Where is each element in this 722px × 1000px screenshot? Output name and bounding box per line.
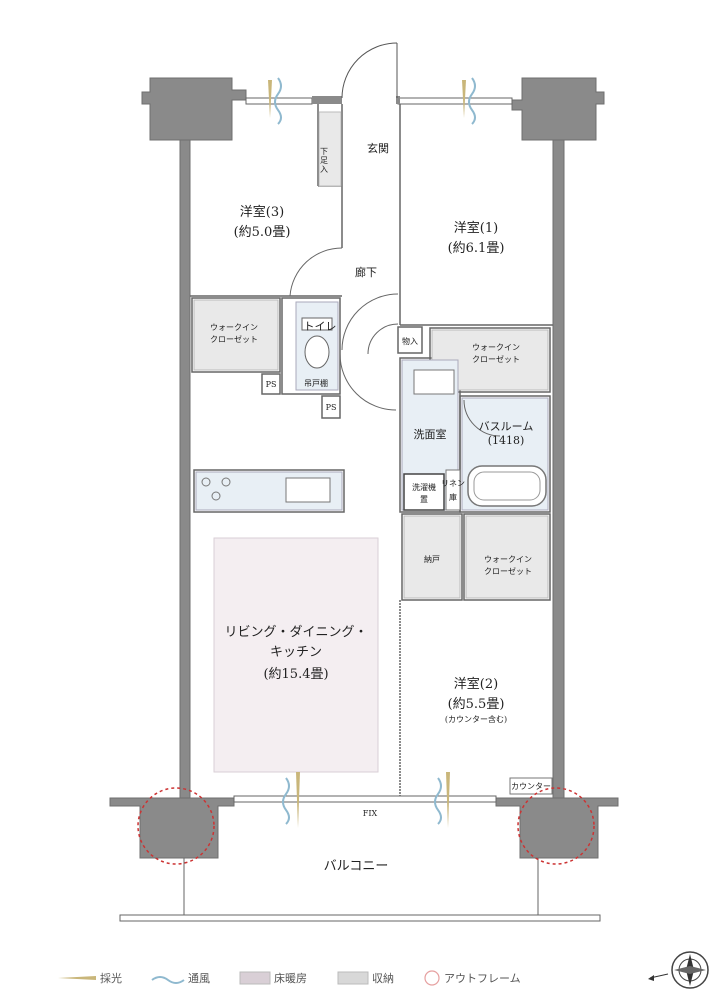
legend-storage: 収納: [337, 971, 394, 985]
svg-text:収納: 収納: [372, 972, 394, 985]
nando-label: 納戸: [424, 554, 440, 564]
balcony-label: バルコニー: [324, 859, 389, 874]
entrance-label: 玄関: [367, 141, 389, 155]
counter: [509, 777, 553, 795]
legend-outframe: アウトフレーム: [424, 970, 521, 986]
entrance-door: [341, 42, 398, 99]
svg-text:床暖房: 床暖房: [274, 971, 307, 985]
wind-markers: [274, 77, 476, 825]
wic-left-2: クローゼット: [210, 334, 258, 344]
bottom-windows: [119, 795, 601, 922]
light-markers: [268, 80, 466, 828]
legend-floor-heating: 床暖房: [239, 971, 307, 985]
wic-lower-1: ウォークイン: [484, 555, 532, 564]
top-windows: [245, 97, 513, 105]
washbasin: [413, 369, 455, 395]
svg-text:アウトフレーム: アウトフレーム: [444, 972, 521, 985]
western3-name: 洋室(3): [240, 204, 284, 220]
svg-text:通風: 通風: [188, 972, 210, 985]
wic-right-1: ウォークイン: [472, 343, 520, 352]
toilet-bowl: [301, 317, 333, 369]
legend-light: 採光: [58, 971, 122, 985]
linen-1: リネン: [441, 479, 465, 488]
shoebox-3: 入: [320, 165, 328, 174]
laundry-1: 洗濯機: [412, 482, 436, 492]
compass-icon: [648, 951, 709, 989]
kitchen-stove: [201, 477, 231, 501]
ldk-size: (約15.4畳): [263, 667, 328, 682]
entrance-wall-left: [312, 96, 342, 104]
bathroom-size: (1418): [488, 434, 525, 447]
storage-label: 物入: [402, 336, 418, 346]
western3-size: (約5.0畳): [234, 225, 291, 240]
toilet-shelf-label: 吊戸棚: [304, 378, 328, 388]
washroom-label: 洗面室: [414, 427, 447, 441]
fix-label: FIX: [363, 809, 378, 818]
svg-text:採光: 採光: [100, 971, 122, 985]
interior-doors: [289, 247, 501, 437]
wic-right-2: クローゼット: [472, 354, 520, 364]
legend: 採光 通風 床暖房 収納 アウトフレーム: [58, 970, 521, 986]
bathtub: [467, 465, 547, 507]
wic-lower-2: クローゼット: [484, 566, 532, 576]
legend-wind: 通風: [151, 972, 210, 985]
wic-left-1: ウォークイン: [210, 323, 258, 332]
ps-label-2: PS: [326, 403, 337, 412]
corridor-label: 廊下: [355, 265, 377, 279]
ps-label-1: PS: [266, 380, 277, 389]
washing-machine: [403, 473, 445, 511]
western2-note: (カウンター含む): [445, 714, 507, 724]
bathroom-label: バスルーム: [479, 420, 534, 433]
outframe-markers: [137, 787, 595, 865]
ldk-line2: キッチン: [270, 645, 322, 660]
floor-heating-area: [213, 537, 379, 773]
entrance-wall-right: [396, 96, 400, 104]
western1-name: 洋室(1): [454, 220, 498, 236]
shoebox-1: 下: [320, 147, 328, 156]
western2-name: 洋室(2): [454, 676, 498, 692]
counter-label: カウンター: [511, 782, 551, 791]
structure-walls: [109, 77, 619, 859]
laundry-2: 置: [420, 495, 428, 504]
shoebox-2: 足: [320, 156, 328, 165]
toilet-label: トイレ: [304, 320, 337, 333]
ldk-line1: リビング・ダイニング・: [224, 625, 367, 640]
linen-2: 庫: [449, 492, 457, 502]
western1-size: (約6.1畳): [448, 241, 505, 256]
kitchen-sink: [285, 477, 331, 503]
western2-size: (約5.5畳): [448, 697, 505, 712]
linen-cabinet: [445, 469, 461, 511]
